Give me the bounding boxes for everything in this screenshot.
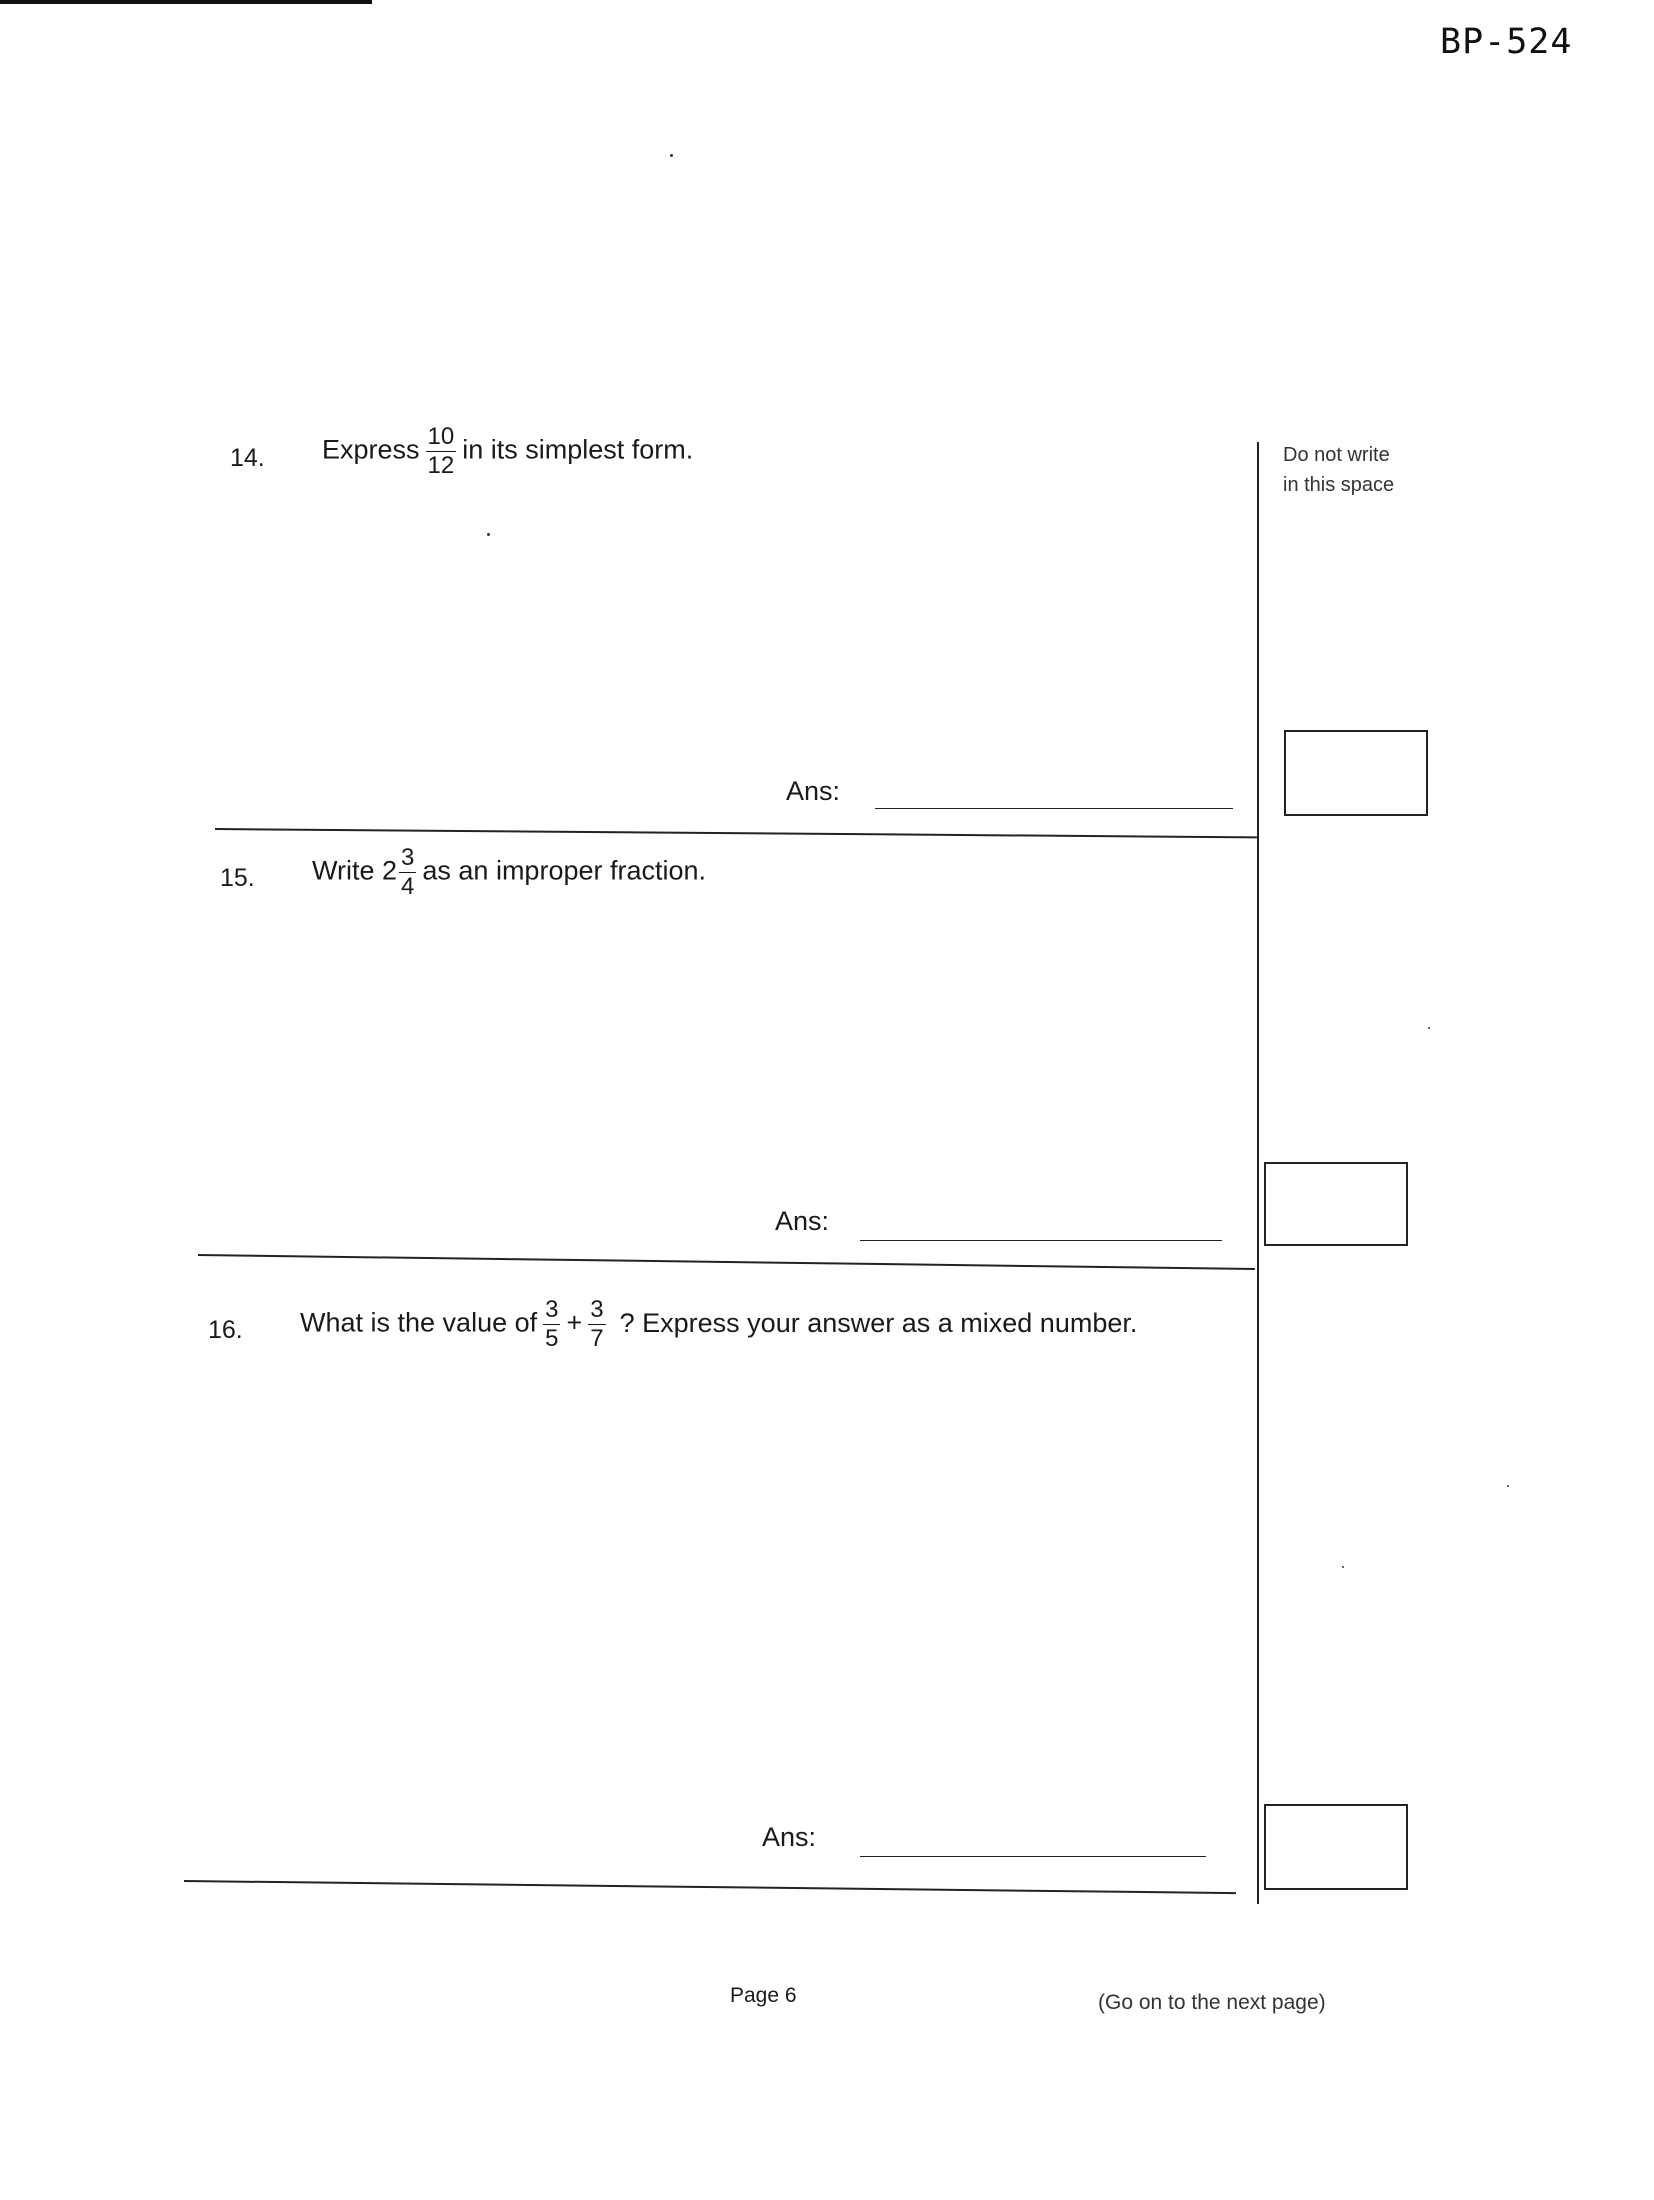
- scan-speck: [670, 154, 673, 157]
- answer-line-15[interactable]: [860, 1240, 1222, 1241]
- question-number: 16.: [208, 1316, 243, 1344]
- answer-line-16[interactable]: [860, 1856, 1206, 1857]
- do-not-write-note: Do not write in this space: [1283, 444, 1395, 496]
- scan-speck: [1428, 1027, 1430, 1029]
- form-code: BP-524: [1440, 22, 1573, 62]
- answer-label: Ans:: [775, 1206, 830, 1236]
- section-divider: [197, 1254, 1255, 1271]
- score-box-15[interactable]: [1264, 1162, 1408, 1246]
- page-number: Page 6: [730, 1984, 797, 2007]
- score-box-16[interactable]: [1264, 1804, 1408, 1890]
- answer-label: Ans:: [762, 1822, 817, 1852]
- section-divider: [183, 1880, 1236, 1895]
- scan-speck: [487, 533, 490, 536]
- section-divider: [214, 828, 1257, 839]
- scan-speck: [1342, 1566, 1344, 1568]
- question-number: 15.: [220, 864, 255, 892]
- answer-label: Ans:: [786, 776, 841, 806]
- answer-line-14[interactable]: [875, 808, 1233, 809]
- top-edge-bar: [0, 0, 372, 4]
- question-number: 14.: [230, 444, 265, 472]
- score-box-14[interactable]: [1284, 730, 1428, 816]
- margin-divider: [1257, 442, 1259, 1904]
- go-on-note: (Go on to the next page): [1098, 1991, 1326, 2014]
- scan-speck: [1507, 1485, 1509, 1487]
